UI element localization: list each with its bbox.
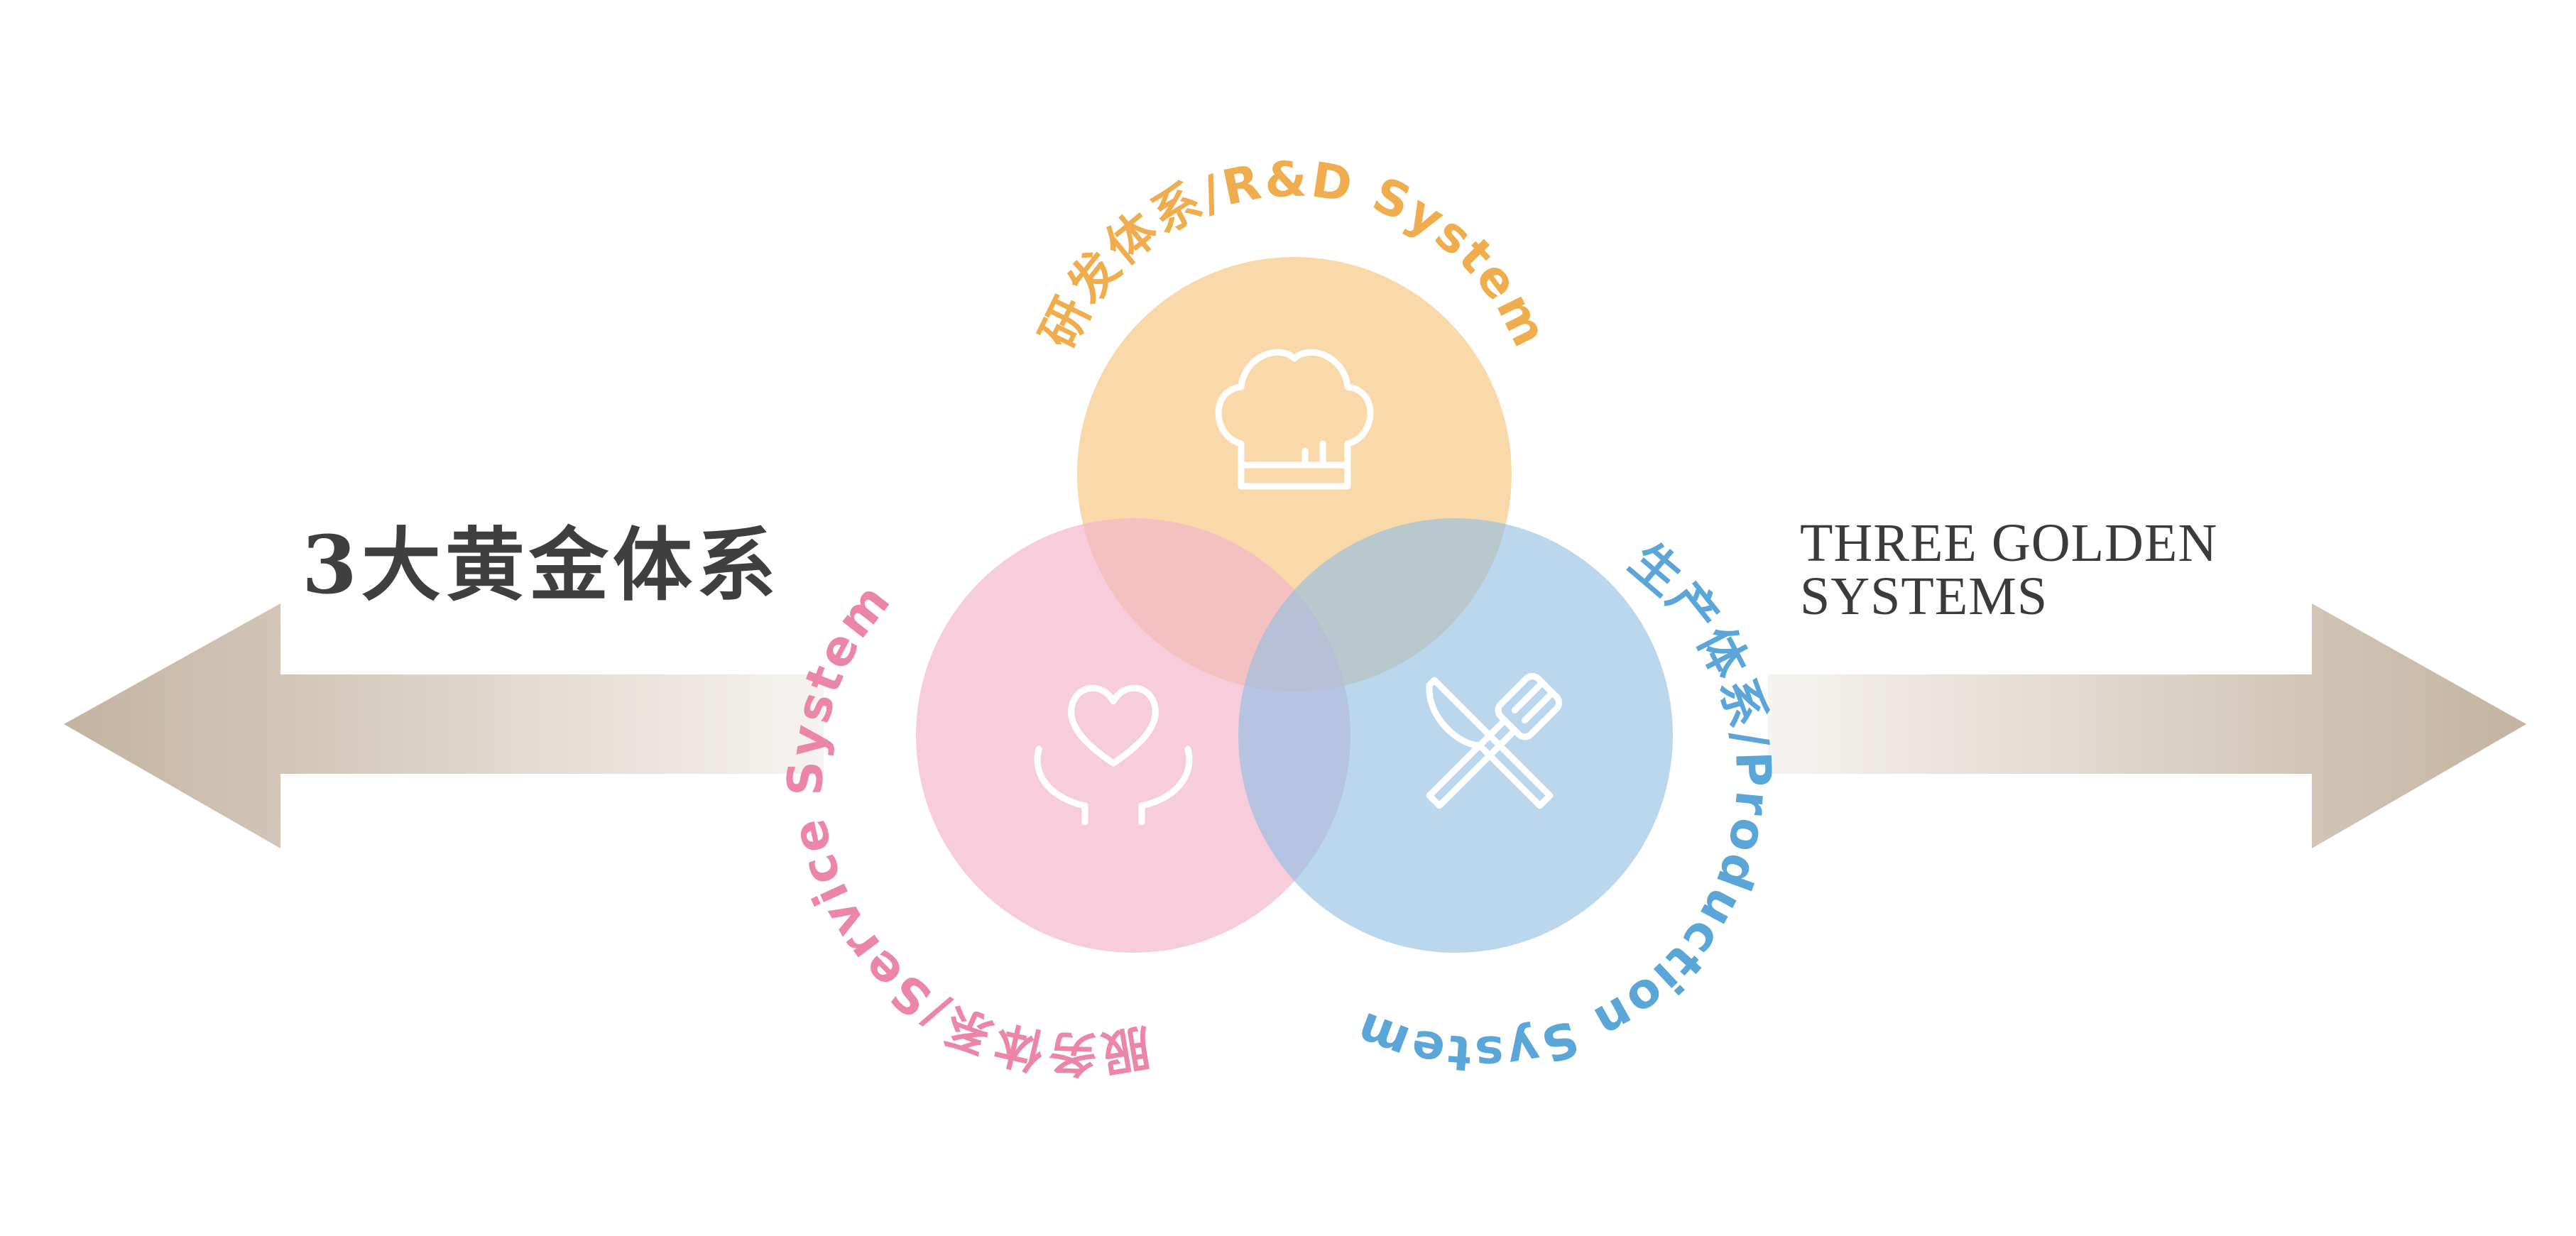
- right-arrow: [1768, 603, 2526, 848]
- left-arrow: [64, 603, 824, 848]
- title-en-line1: THREE GOLDEN: [1800, 513, 2217, 573]
- heart-hands-icon: [1034, 684, 1193, 826]
- fork-knife-icon: [1426, 672, 1563, 809]
- title-cn: 3大黄金体系: [302, 519, 780, 612]
- title-en-line2: SYSTEMS: [1800, 567, 2048, 626]
- chef-hat-icon: [1215, 349, 1374, 490]
- venn-diagram: [916, 257, 1673, 953]
- service-circle: [916, 518, 1350, 953]
